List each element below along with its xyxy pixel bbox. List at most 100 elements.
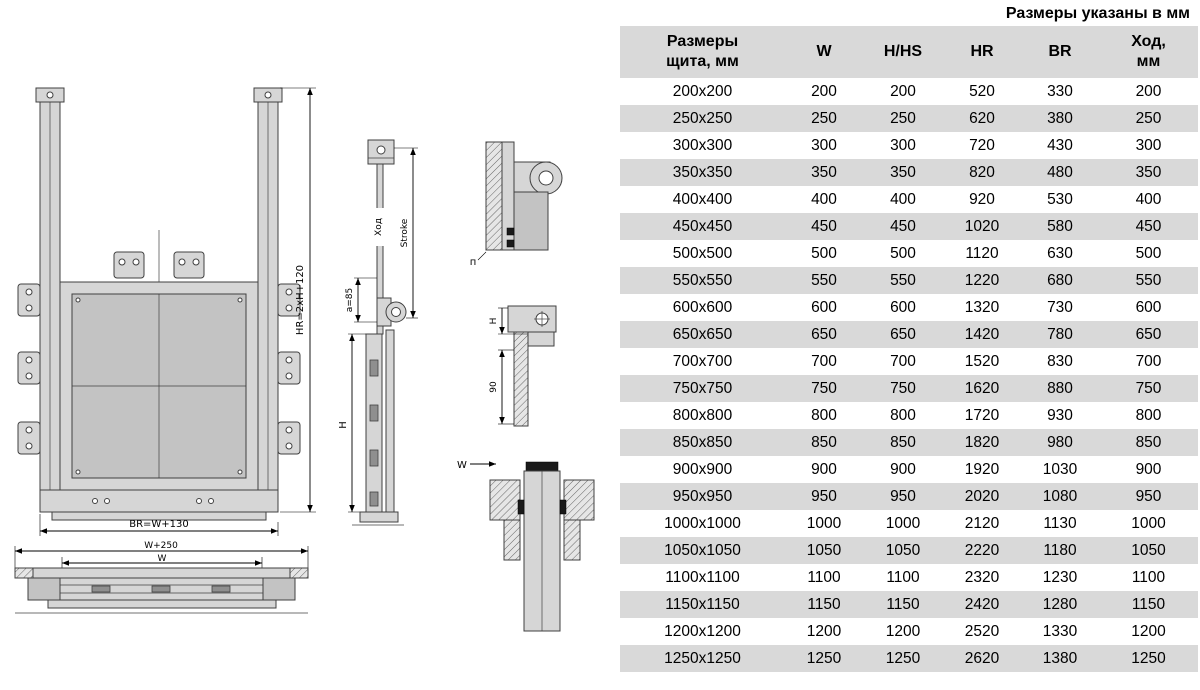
dimension-table-area: Размеры указаны в мм Размеры щита, мм W … (620, 0, 1198, 672)
table-cell: 350x350 (620, 159, 785, 186)
table-cell: 200 (811, 83, 837, 100)
table-cell: 300x300 (672, 137, 733, 154)
table-cell: 1620 (943, 375, 1021, 402)
table-cell: 750 (785, 375, 863, 402)
table-cell: 700 (890, 353, 916, 370)
table-cell: 730 (1047, 299, 1073, 316)
table-cell: 680 (1021, 267, 1099, 294)
table-cell: 850 (1099, 429, 1198, 456)
dim-stroke-en-label: Stroke (400, 218, 410, 247)
table-cell: 800 (811, 407, 837, 424)
table-cell: 850 (785, 429, 863, 456)
front-view: HR=2xH+120 BR=W+130 (17, 87, 316, 536)
table-cell: 1150 (1099, 591, 1198, 618)
technical-drawing: HR=2xH+120 BR=W+130 W+250 W (14, 87, 595, 632)
table-cell: 1250 (863, 645, 943, 672)
table-cell: 2320 (964, 569, 1000, 586)
table-cell: 1200 (806, 623, 842, 640)
table-cell: 430 (1047, 137, 1073, 154)
table-cell: 650 (785, 321, 863, 348)
plan-view: W+250 W (14, 541, 309, 614)
table-cell: 650 (863, 321, 943, 348)
table-cell: 300 (890, 137, 916, 154)
size-table: Размеры щита, мм W H/HS HR BR Ход, мм 20… (620, 26, 1198, 672)
dim-w250-label: W+250 (144, 541, 178, 551)
table-cell: 1220 (943, 267, 1021, 294)
col-header-w: W (785, 26, 863, 78)
table-cell: 2120 (964, 515, 1000, 532)
table-cell: 1150x1150 (620, 591, 785, 618)
table-cell: 400 (811, 191, 837, 208)
table-cell: 330 (1047, 83, 1073, 100)
side-view: Ход Stroke a=85 (338, 139, 418, 526)
table-cell: 1000 (885, 515, 921, 532)
table-cell: 800 (890, 407, 916, 424)
table-cell: 1000 (806, 515, 842, 532)
table-cell: 1020 (943, 213, 1021, 240)
detail-middle: H 90 (489, 305, 557, 427)
table-cell: 1200 (885, 623, 921, 640)
table-cell: 1920 (964, 461, 1000, 478)
table-cell: 520 (969, 83, 995, 100)
table-cell: 1050 (1099, 537, 1198, 564)
dim-h-label: H (338, 421, 349, 429)
table-cell: 400x400 (672, 191, 733, 208)
table-cell: 580 (1021, 213, 1099, 240)
table-cell: 950 (785, 483, 863, 510)
table-row: 300x300 300 300 720 430 300 (620, 132, 1198, 159)
table-cell: 200x200 (672, 83, 733, 100)
col-header-stroke: Ход, мм (1099, 26, 1198, 78)
table-cell: 1250x1250 (620, 645, 785, 672)
table-cell: 500x500 (672, 245, 733, 262)
detail-top: п (470, 141, 563, 268)
table-cell: 1200x1200 (664, 623, 741, 640)
table-cell: 1420 (943, 321, 1021, 348)
table-cell: 250 (785, 105, 863, 132)
col-header-hhs: H/HS (863, 26, 943, 78)
table-cell: 1280 (1021, 591, 1099, 618)
detail-mid-h-label: H (489, 318, 499, 325)
table-cell: 350 (863, 159, 943, 186)
table-cell: 450 (1099, 213, 1198, 240)
detail-bottom: W (457, 460, 595, 632)
table-cell: 300 (811, 137, 837, 154)
table-cell: 880 (1021, 375, 1099, 402)
table-cell: 1000x1000 (664, 515, 741, 532)
table-cell: 300 (1135, 137, 1162, 154)
table-cell: 450 (785, 213, 863, 240)
detail-bottom-w-label: W (457, 460, 467, 471)
table-cell: 900 (811, 461, 837, 478)
table-cell: 650x650 (620, 321, 785, 348)
dim-hr-label: HR=2xH+120 (295, 265, 306, 335)
table-cell: 720 (969, 137, 995, 154)
table-cell: 250 (863, 105, 943, 132)
table-cell: 500 (811, 245, 837, 262)
table-cell: 700 (1135, 353, 1162, 370)
table-cell: 800x800 (672, 407, 733, 424)
table-cell: 620 (943, 105, 1021, 132)
table-cell: 550 (785, 267, 863, 294)
table-cell: 400 (1135, 191, 1162, 208)
table-cell: 1250 (785, 645, 863, 672)
col-header-br: BR (1021, 26, 1099, 78)
table-cell: 200 (890, 83, 916, 100)
table-cell: 700x700 (672, 353, 733, 370)
table-cell: 2620 (943, 645, 1021, 672)
table-cell: 1030 (1042, 461, 1078, 478)
table-cell: 1150 (863, 591, 943, 618)
table-cell: 2420 (943, 591, 1021, 618)
table-cell: 2220 (943, 537, 1021, 564)
